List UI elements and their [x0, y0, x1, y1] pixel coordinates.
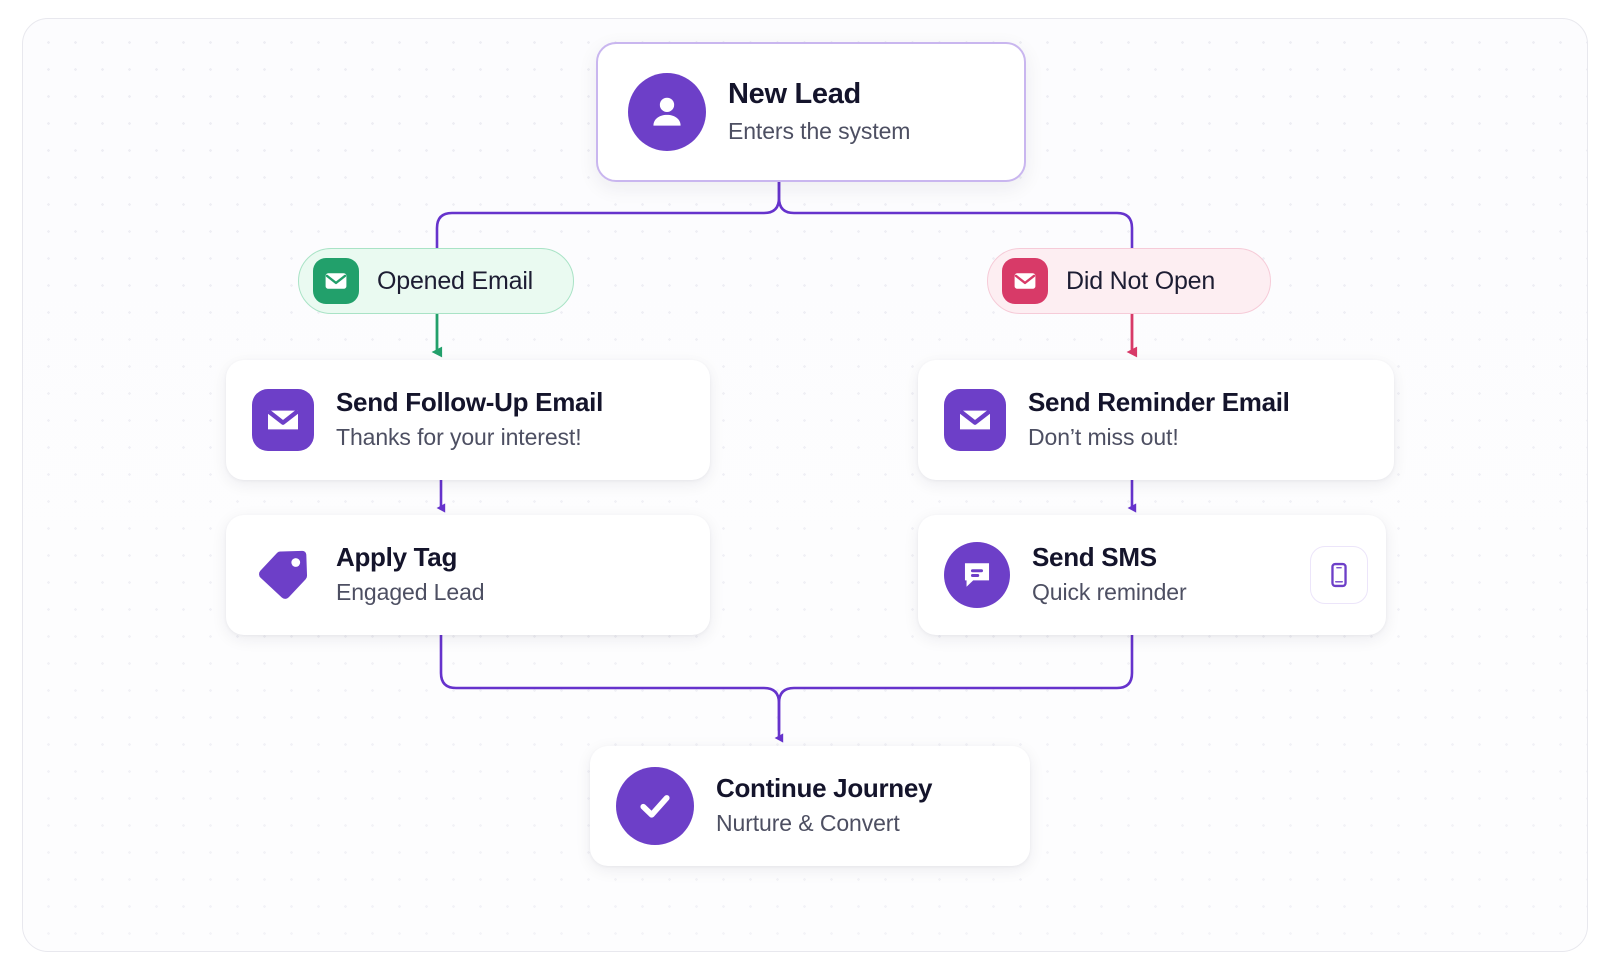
did-not-open-pill[interactable]: Did Not Open — [987, 248, 1271, 314]
continue-journey-subtitle: Nurture & Convert — [716, 809, 900, 836]
send-sms-subtitle: Quick reminder — [1032, 578, 1187, 605]
node-send-reminder-email[interactable]: Send Reminder Email Don’t miss out! — [918, 360, 1394, 480]
node-send-sms[interactable]: Send SMS Quick reminder — [918, 515, 1386, 635]
node-continue-journey[interactable]: Continue Journey Nurture & Convert — [590, 746, 1030, 866]
chat-bubble-icon — [944, 542, 1010, 608]
node-send-followup-email[interactable]: Send Follow-Up Email Thanks for your int… — [226, 360, 710, 480]
check-circle-icon — [616, 767, 694, 845]
node-new-lead[interactable]: New Lead Enters the system — [596, 42, 1026, 182]
envelope-icon — [1002, 258, 1048, 304]
apply-tag-subtitle: Engaged Lead — [336, 578, 485, 605]
send-sms-card[interactable]: Send SMS Quick reminder — [918, 515, 1386, 635]
opened-email-label: Opened Email — [377, 266, 534, 295]
send-reminder-email-card[interactable]: Send Reminder Email Don’t miss out! — [918, 360, 1394, 480]
send-followup-email-subtitle: Thanks for your interest! — [336, 423, 582, 450]
apply-tag-card[interactable]: Apply Tag Engaged Lead — [226, 515, 710, 635]
continue-journey-card[interactable]: Continue Journey Nurture & Convert — [590, 746, 1030, 866]
send-reminder-email-subtitle: Don’t miss out! — [1028, 423, 1179, 450]
envelope-icon — [944, 389, 1006, 451]
tag-icon — [252, 544, 314, 606]
apply-tag-title: Apply Tag — [336, 542, 458, 573]
send-sms-title: Send SMS — [1032, 542, 1157, 573]
envelope-icon — [313, 258, 359, 304]
user-icon — [628, 73, 706, 151]
send-followup-email-card[interactable]: Send Follow-Up Email Thanks for your int… — [226, 360, 710, 480]
mobile-phone-icon[interactable] — [1310, 546, 1368, 604]
branch-opened-email[interactable]: Opened Email — [298, 248, 574, 314]
did-not-open-label: Did Not Open — [1066, 266, 1216, 295]
send-reminder-email-title: Send Reminder Email — [1028, 387, 1290, 418]
envelope-icon — [252, 389, 314, 451]
continue-journey-title: Continue Journey — [716, 773, 933, 804]
send-followup-email-title: Send Follow-Up Email — [336, 387, 604, 418]
node-apply-tag[interactable]: Apply Tag Engaged Lead — [226, 515, 710, 635]
new-lead-subtitle: Enters the system — [728, 117, 911, 144]
opened-email-pill[interactable]: Opened Email — [298, 248, 574, 314]
new-lead-card[interactable]: New Lead Enters the system — [596, 42, 1026, 182]
new-lead-title: New Lead — [728, 78, 861, 111]
branch-did-not-open[interactable]: Did Not Open — [987, 248, 1271, 314]
